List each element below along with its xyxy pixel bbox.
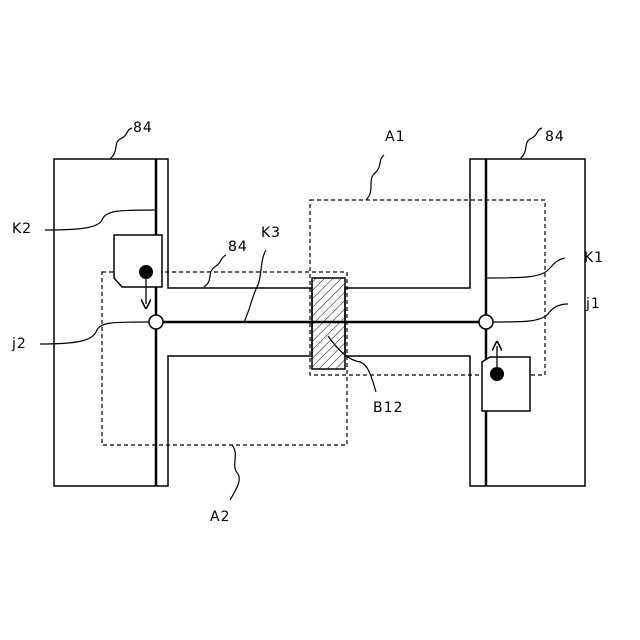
leader-84-right <box>520 128 542 159</box>
hatched-block-b12 <box>312 278 345 369</box>
leader-j1 <box>493 304 568 322</box>
left-device-tag <box>114 235 162 287</box>
label-a1: A1 <box>385 129 405 145</box>
label-b12: B12 <box>373 400 403 416</box>
label-84-left: 84 <box>133 120 153 136</box>
leader-84-corridor <box>204 255 226 287</box>
label-k2: K2 <box>12 221 32 237</box>
left-device-dot <box>139 265 153 279</box>
leader-k3 <box>244 250 266 322</box>
label-84-corridor: 84 <box>228 239 248 255</box>
label-j1: j1 <box>585 296 601 312</box>
leader-j2 <box>40 322 149 344</box>
junction-j1 <box>479 315 493 329</box>
leader-k2 <box>45 210 156 230</box>
leader-a1 <box>366 155 384 200</box>
right-device-tag <box>482 357 530 411</box>
leader-a2 <box>230 445 239 500</box>
label-j2: j2 <box>11 336 27 352</box>
leader-84-left <box>110 128 132 159</box>
junction-j2 <box>149 315 163 329</box>
label-84-right: 84 <box>545 129 565 145</box>
label-k3: K3 <box>261 225 281 241</box>
leader-k1 <box>486 258 565 278</box>
label-k1: K1 <box>584 250 604 266</box>
label-a2: A2 <box>210 509 230 525</box>
